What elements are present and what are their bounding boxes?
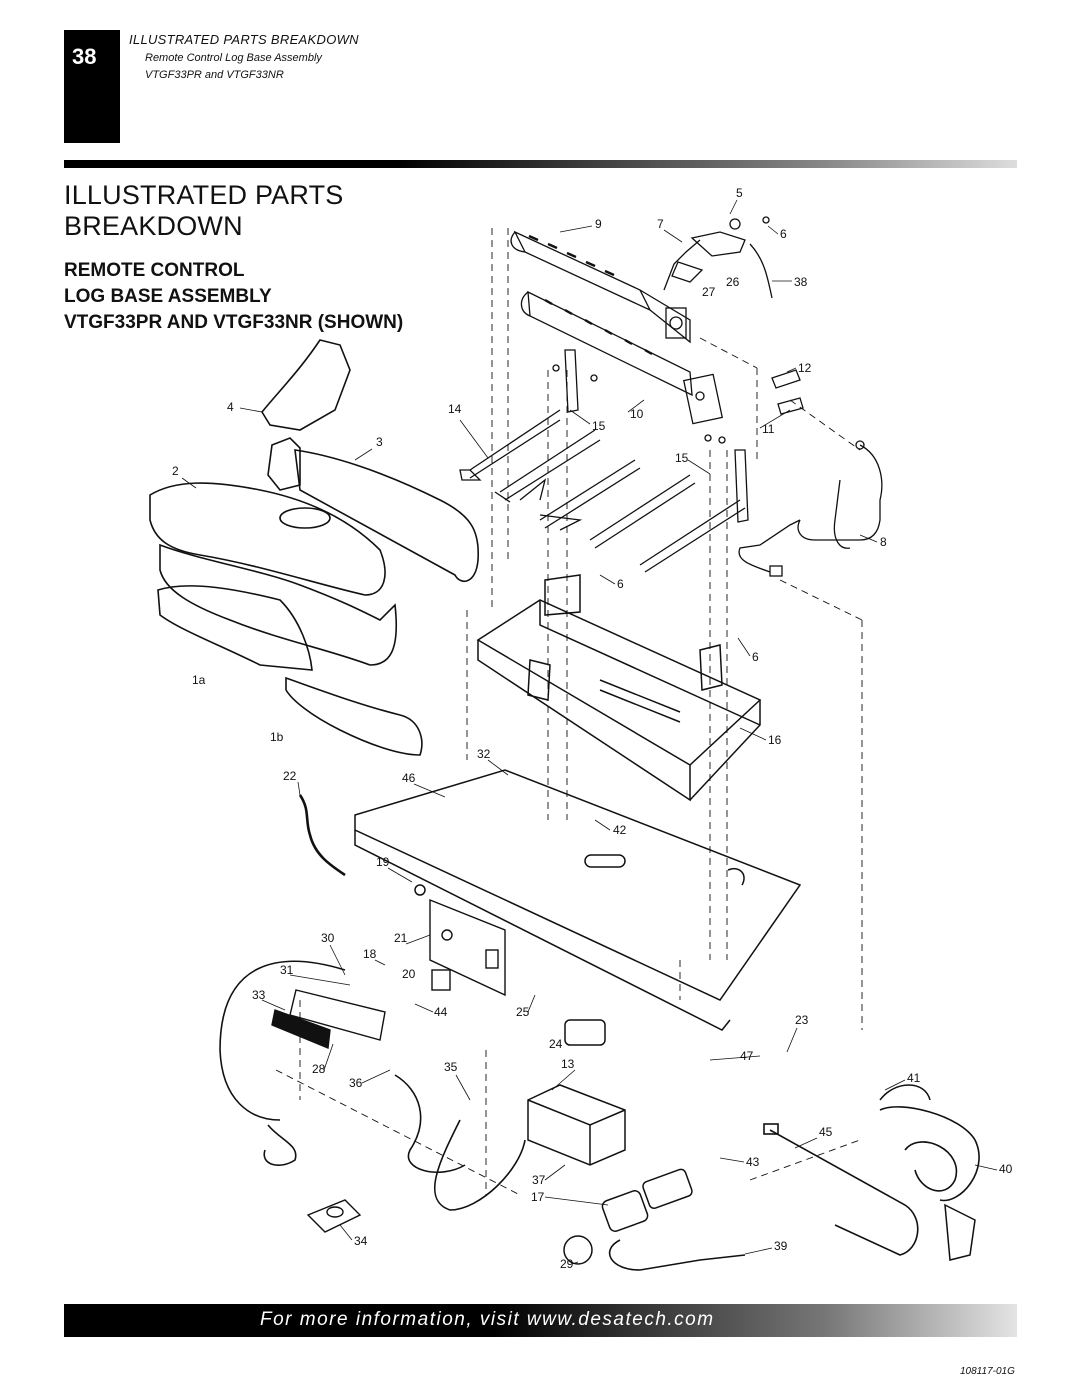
page-title-line2: BREAKDOWN (64, 211, 243, 241)
callout-21: 21 (394, 931, 408, 945)
callout-39: 39 (774, 1239, 788, 1253)
callout-12: 12 (798, 361, 812, 375)
burner-tube (510, 230, 691, 344)
grate (459, 349, 749, 573)
callout-19: 19 (376, 855, 390, 869)
callout-2: 2 (172, 464, 179, 478)
gas-valve (563, 1019, 693, 1265)
callout-20: 20 (402, 967, 416, 981)
callout-47: 47 (740, 1049, 754, 1063)
callout-4: 4 (227, 400, 234, 414)
log-2 (149, 482, 386, 596)
callout-40: 40 (999, 1162, 1013, 1176)
wiring (219, 960, 980, 1271)
callout-33: 33 (252, 988, 266, 1002)
power-plug (879, 1084, 976, 1261)
callout-41: 41 (907, 1071, 921, 1085)
callout-45: 45 (819, 1125, 833, 1139)
callout-22: 22 (283, 769, 297, 783)
callout-32: 32 (477, 747, 491, 761)
callout-44: 44 (434, 1005, 448, 1019)
callout-5: 5 (736, 186, 743, 200)
hand-remote (306, 1199, 362, 1233)
log-3-end (267, 437, 301, 491)
callout-15: 15 (592, 419, 606, 433)
callout-34: 34 (354, 1234, 368, 1248)
callout-1b: 1b (270, 730, 284, 744)
callout-26: 26 (726, 275, 740, 289)
document-code: 108117-01G (960, 1366, 1015, 1377)
callout-8: 8 (880, 535, 887, 549)
log-2-lower (159, 543, 398, 666)
header-section-title: ILLUSTRATED PARTS BREAKDOWN (129, 32, 359, 47)
callout-29: 29 (560, 1257, 574, 1271)
callout-35: 35 (444, 1060, 458, 1074)
page-number-tab (64, 30, 120, 143)
assembly-title-line1: REMOTE CONTROL (64, 260, 245, 281)
page-title: ILLUSTRATED PARTS BREAKDOWN (64, 180, 343, 242)
page-number: 38 (72, 44, 97, 69)
footer-website-link[interactable]: For more information, visit www.desatech… (260, 1309, 715, 1330)
callout-23: 23 (795, 1013, 809, 1027)
remote-receiver (271, 989, 386, 1050)
flex-line (763, 1123, 919, 1256)
log-base-pan (476, 574, 762, 802)
callout-3: 3 (376, 435, 383, 449)
header-subtitle-line1: Remote Control Log Base Assembly (145, 52, 322, 64)
fittings (771, 369, 804, 415)
log-4 (261, 339, 351, 431)
callout-42: 42 (613, 823, 627, 837)
callout-28: 28 (312, 1062, 326, 1076)
assembly-title: REMOTE CONTROL LOG BASE ASSEMBLY VTGF33P… (64, 258, 403, 336)
callout-9: 9 (595, 217, 602, 231)
callout-37: 37 (532, 1173, 546, 1187)
callout-10: 10 (630, 407, 644, 421)
callout-17: 17 (531, 1190, 545, 1204)
callout-25: 25 (516, 1005, 530, 1019)
callout-18: 18 (363, 947, 377, 961)
callout-7: 7 (657, 217, 664, 231)
assembly-title-line3: VTGF33PR AND VTGF33NR (SHOWN) (64, 312, 404, 333)
base-plate (354, 769, 802, 1031)
control-bracket (429, 898, 506, 997)
callout-24: 24 (549, 1037, 563, 1051)
pilot-assembly (663, 216, 773, 299)
callout-13: 13 (561, 1057, 575, 1071)
callout-6: 6 (780, 227, 787, 241)
callout-11: 11 (762, 422, 775, 436)
log-1a (157, 585, 313, 671)
burner-tube-lower (520, 290, 724, 425)
control-module (527, 1084, 626, 1166)
callout-1a: 1a (192, 673, 206, 687)
assembly-guide-lines (275, 228, 863, 1196)
callout-6c: 6 (752, 650, 759, 664)
callout-16: 16 (768, 733, 782, 747)
page-title-line1: ILLUSTRATED PARTS (64, 180, 344, 210)
header-rule (64, 160, 1017, 168)
header-subtitle-line2: VTGF33PR and VTGF33NR (145, 69, 284, 81)
callout-27: 27 (702, 285, 716, 299)
callout-38: 38 (794, 275, 808, 289)
leader-lines (181, 199, 998, 1265)
log-1b (285, 676, 423, 756)
log-3 (294, 449, 480, 583)
footer-bar (64, 1304, 1017, 1337)
callout-43: 43 (746, 1155, 760, 1169)
callout-31: 31 (280, 963, 294, 977)
callout-15b: 15 (675, 451, 689, 465)
log-set (149, 339, 480, 756)
callout-36: 36 (349, 1076, 363, 1090)
callout-14: 14 (448, 402, 462, 416)
gas-tube (738, 440, 883, 577)
callout-6b: 6 (617, 577, 624, 591)
assembly-title-line2: LOG BASE ASSEMBLY (64, 286, 272, 307)
callout-46: 46 (402, 771, 416, 785)
gas-hose (298, 794, 346, 877)
callout-30: 30 (321, 931, 335, 945)
callout-labels: 9 5 7 6 26 38 27 12 10 11 14 15 4 3 2 15… (172, 186, 1013, 1271)
